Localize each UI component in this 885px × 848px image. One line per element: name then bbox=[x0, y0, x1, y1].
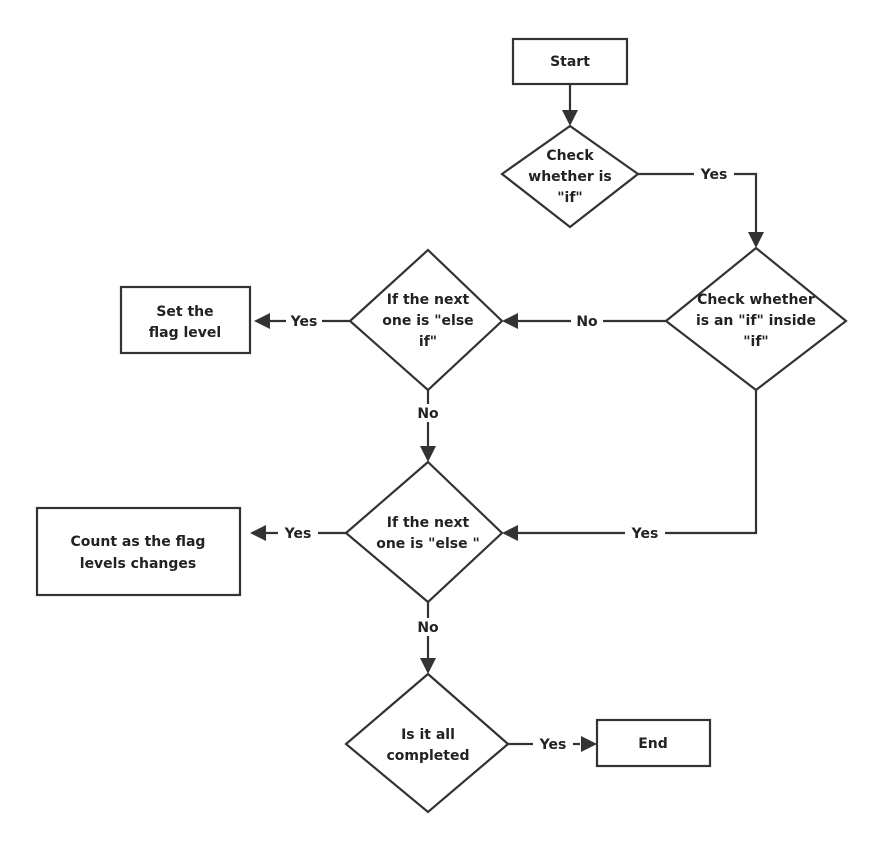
node-next-else-if-line-2: one is "else bbox=[382, 313, 473, 329]
edge-label-no: No bbox=[576, 314, 598, 330]
node-count-flag-line-1: Count as the flag bbox=[71, 534, 206, 550]
edge-label-no: No bbox=[417, 620, 439, 636]
node-set-flag-line-2: flag level bbox=[149, 325, 221, 341]
arrowhead-down bbox=[562, 110, 578, 126]
edge-label-yes: Yes bbox=[700, 167, 728, 183]
node-check-nested: Check whether is an "if" inside "if" bbox=[664, 246, 848, 392]
edge-nested-to-else bbox=[516, 390, 758, 535]
edge-label-yes: Yes bbox=[290, 314, 318, 330]
node-set-flag-line-1: Set the bbox=[156, 304, 213, 320]
arrowheads bbox=[250, 110, 764, 752]
node-set-flag: Set the flag level bbox=[119, 285, 252, 355]
node-end: End bbox=[595, 718, 712, 768]
node-next-else-line-1: If the next bbox=[387, 515, 470, 531]
node-count-flag: Count as the flag levels changes bbox=[35, 506, 242, 597]
node-check-nested-line-3: "if" bbox=[743, 334, 768, 350]
node-all-completed-line-2: completed bbox=[386, 748, 469, 764]
arrowhead-down bbox=[748, 232, 764, 248]
arrowhead-left bbox=[502, 313, 518, 329]
node-next-else-if-line-1: If the next bbox=[387, 292, 470, 308]
connectors bbox=[264, 84, 758, 746]
node-next-else-line-2: one is "else " bbox=[376, 536, 480, 552]
node-next-else-if: If the next one is "else if" bbox=[348, 248, 504, 392]
arrowhead-down bbox=[420, 658, 436, 674]
node-start-line-1: Start bbox=[550, 54, 590, 70]
node-check-if-line-3: "if" bbox=[557, 190, 582, 206]
node-count-flag-line-2: levels changes bbox=[80, 556, 196, 572]
node-check-if-line-1: Check bbox=[546, 148, 594, 164]
node-next-else: If the next one is "else " bbox=[344, 460, 504, 604]
node-next-else-if-line-3: if" bbox=[419, 334, 437, 350]
edge-label-no: No bbox=[417, 406, 439, 422]
edge-label-yes: Yes bbox=[539, 737, 567, 753]
edge-labels: Yes No Yes No Yes Yes No Yes bbox=[278, 165, 734, 753]
node-check-if-line-2: whether is bbox=[528, 169, 611, 185]
node-end-line-1: End bbox=[638, 736, 668, 752]
node-check-if: Check whether is "if" bbox=[500, 124, 640, 229]
edge-label-yes: Yes bbox=[284, 526, 312, 542]
node-start: Start bbox=[511, 37, 629, 86]
node-all-completed-line-1: Is it all bbox=[401, 727, 455, 743]
node-check-nested-line-1: Check whether bbox=[697, 292, 815, 308]
arrowhead-right bbox=[581, 736, 597, 752]
arrowhead-left bbox=[502, 525, 518, 541]
arrowhead-left bbox=[254, 313, 270, 329]
edge-label-yes: Yes bbox=[631, 526, 659, 542]
node-check-nested-line-2: is an "if" inside bbox=[696, 313, 816, 329]
arrowhead-down bbox=[420, 446, 436, 462]
node-all-completed: Is it all completed bbox=[344, 672, 510, 814]
edge-check-if-to-nested bbox=[638, 172, 758, 232]
arrowhead-left bbox=[250, 525, 266, 541]
